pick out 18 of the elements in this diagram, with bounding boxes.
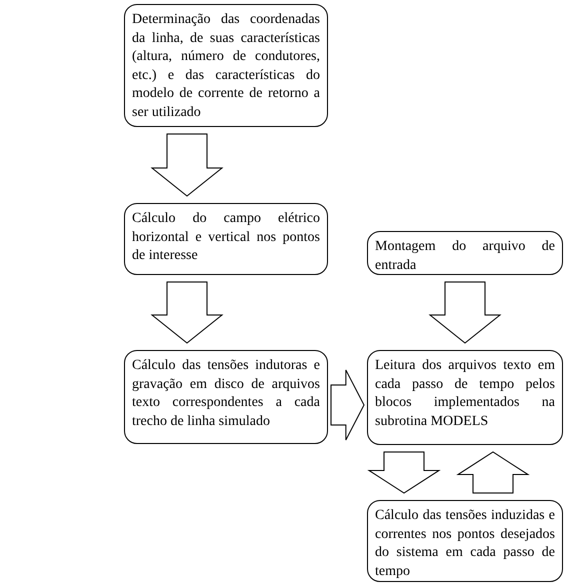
process-box (124, 203, 328, 275)
block-arrow (456, 451, 530, 494)
process-box (367, 231, 563, 275)
process-box (367, 350, 563, 445)
box-text: Cálculo das tensões induzidas e correntes nos pontos desejados do sistema em cada passo de tempo (375, 507, 555, 580)
process-box (367, 500, 563, 582)
block-arrow (150, 282, 224, 344)
block-arrow (428, 282, 502, 344)
box-text: Cálculo do campo elétrico horizontal e vertical nos pontos de interesse (132, 210, 320, 265)
box-text: Montagem do arquivo de entrada (375, 238, 555, 274)
box-text: Leitura dos arquivos texto em cada passo de tempo pelos blocos implementados na subrotina MODELS (375, 357, 555, 430)
process-box (124, 4, 328, 127)
box-text: Determinação das coordenadas da linha, de suas características (altura, número de condutores, etc.) e das características do modelo de corrente de retorno a ser utilizado (132, 11, 320, 122)
block-arrow (367, 452, 441, 494)
block-arrow (330, 370, 365, 440)
process-box (124, 350, 328, 444)
box-text: Cálculo das tensões indutoras e gravação em disco de arquivos texto correspondentes a cada trecho de linha simulado (132, 357, 320, 430)
block-arrow (150, 134, 224, 197)
